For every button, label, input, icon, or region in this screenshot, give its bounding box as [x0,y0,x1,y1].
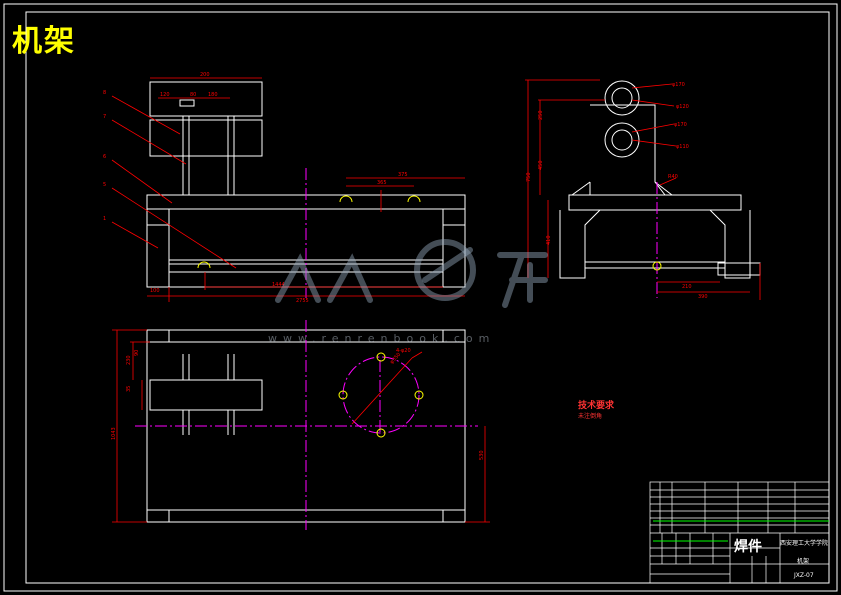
svg-text:180: 180 [208,92,218,98]
watermark-logo [275,239,548,308]
svg-text:φ170: φ170 [674,122,687,128]
title-block-code: JXZ-07 [794,572,814,579]
svg-text:1043: 1043 [111,427,117,440]
inner-frame [25,11,830,584]
svg-text:365: 365 [377,180,387,186]
svg-text:7: 7 [103,114,106,120]
title-block-drawing-label: 机架 [797,558,810,565]
side-view-dimensions [525,79,761,300]
title-block-school: 西安理工大学学院 [780,540,829,547]
svg-text:750: 750 [526,172,532,182]
top-view-holes [338,352,424,438]
svg-text:210: 210 [682,284,692,290]
title-block-ticks [653,520,829,542]
outer-frame [3,3,838,592]
svg-text:100: 100 [150,288,160,294]
svg-text:8: 8 [103,90,106,96]
tech-requirements-heading: 技术要求 [578,401,615,411]
svg-text:390: 390 [698,294,708,300]
svg-text:410: 410 [546,235,552,245]
svg-text:250: 250 [538,110,544,120]
svg-text:90: 90 [134,350,140,356]
front-view-dimensions [111,77,465,302]
svg-text:1: 1 [103,216,106,222]
drawing-title: 机架 [12,24,76,59]
svg-text:450: 450 [538,160,544,170]
watermark-url: www.renrenbook.com [268,332,496,345]
top-view-dimension-text: 1043 230 90 35 530 4-φ20 φ350 [111,348,485,460]
side-view-dimension-text: φ170 φ120 φ170 φ110 R40 750 450 250 410 … [526,82,708,300]
svg-text:R40: R40 [668,174,678,180]
top-view-dimensions [112,329,490,523]
front-view-dimension-text: 200 120 80 180 375 365 100 2755 1444 8 7… [103,72,408,304]
svg-text:35: 35 [126,386,132,392]
svg-text:φ170: φ170 [672,82,685,88]
svg-text:2755: 2755 [296,298,309,304]
svg-text:120: 120 [160,92,170,98]
front-view-holes [197,195,421,269]
svg-text:375: 375 [398,172,408,178]
svg-text:5: 5 [103,182,106,188]
svg-text:530: 530 [479,450,485,460]
svg-text:80: 80 [190,92,196,98]
svg-text:6: 6 [103,154,106,160]
svg-text:φ120: φ120 [676,104,689,110]
top-view-centerlines [135,320,478,530]
title-block [649,481,830,584]
svg-text:1444: 1444 [272,282,285,288]
svg-text:φ110: φ110 [676,144,689,150]
title-block-part-name: 焊件 [734,539,762,555]
side-view [559,80,761,279]
svg-text:4-φ20: 4-φ20 [396,348,411,354]
tech-requirements-note: 未注倒角 [578,413,603,420]
svg-text:230: 230 [126,355,132,365]
svg-text:200: 200 [200,72,210,78]
side-view-hole [652,261,662,271]
